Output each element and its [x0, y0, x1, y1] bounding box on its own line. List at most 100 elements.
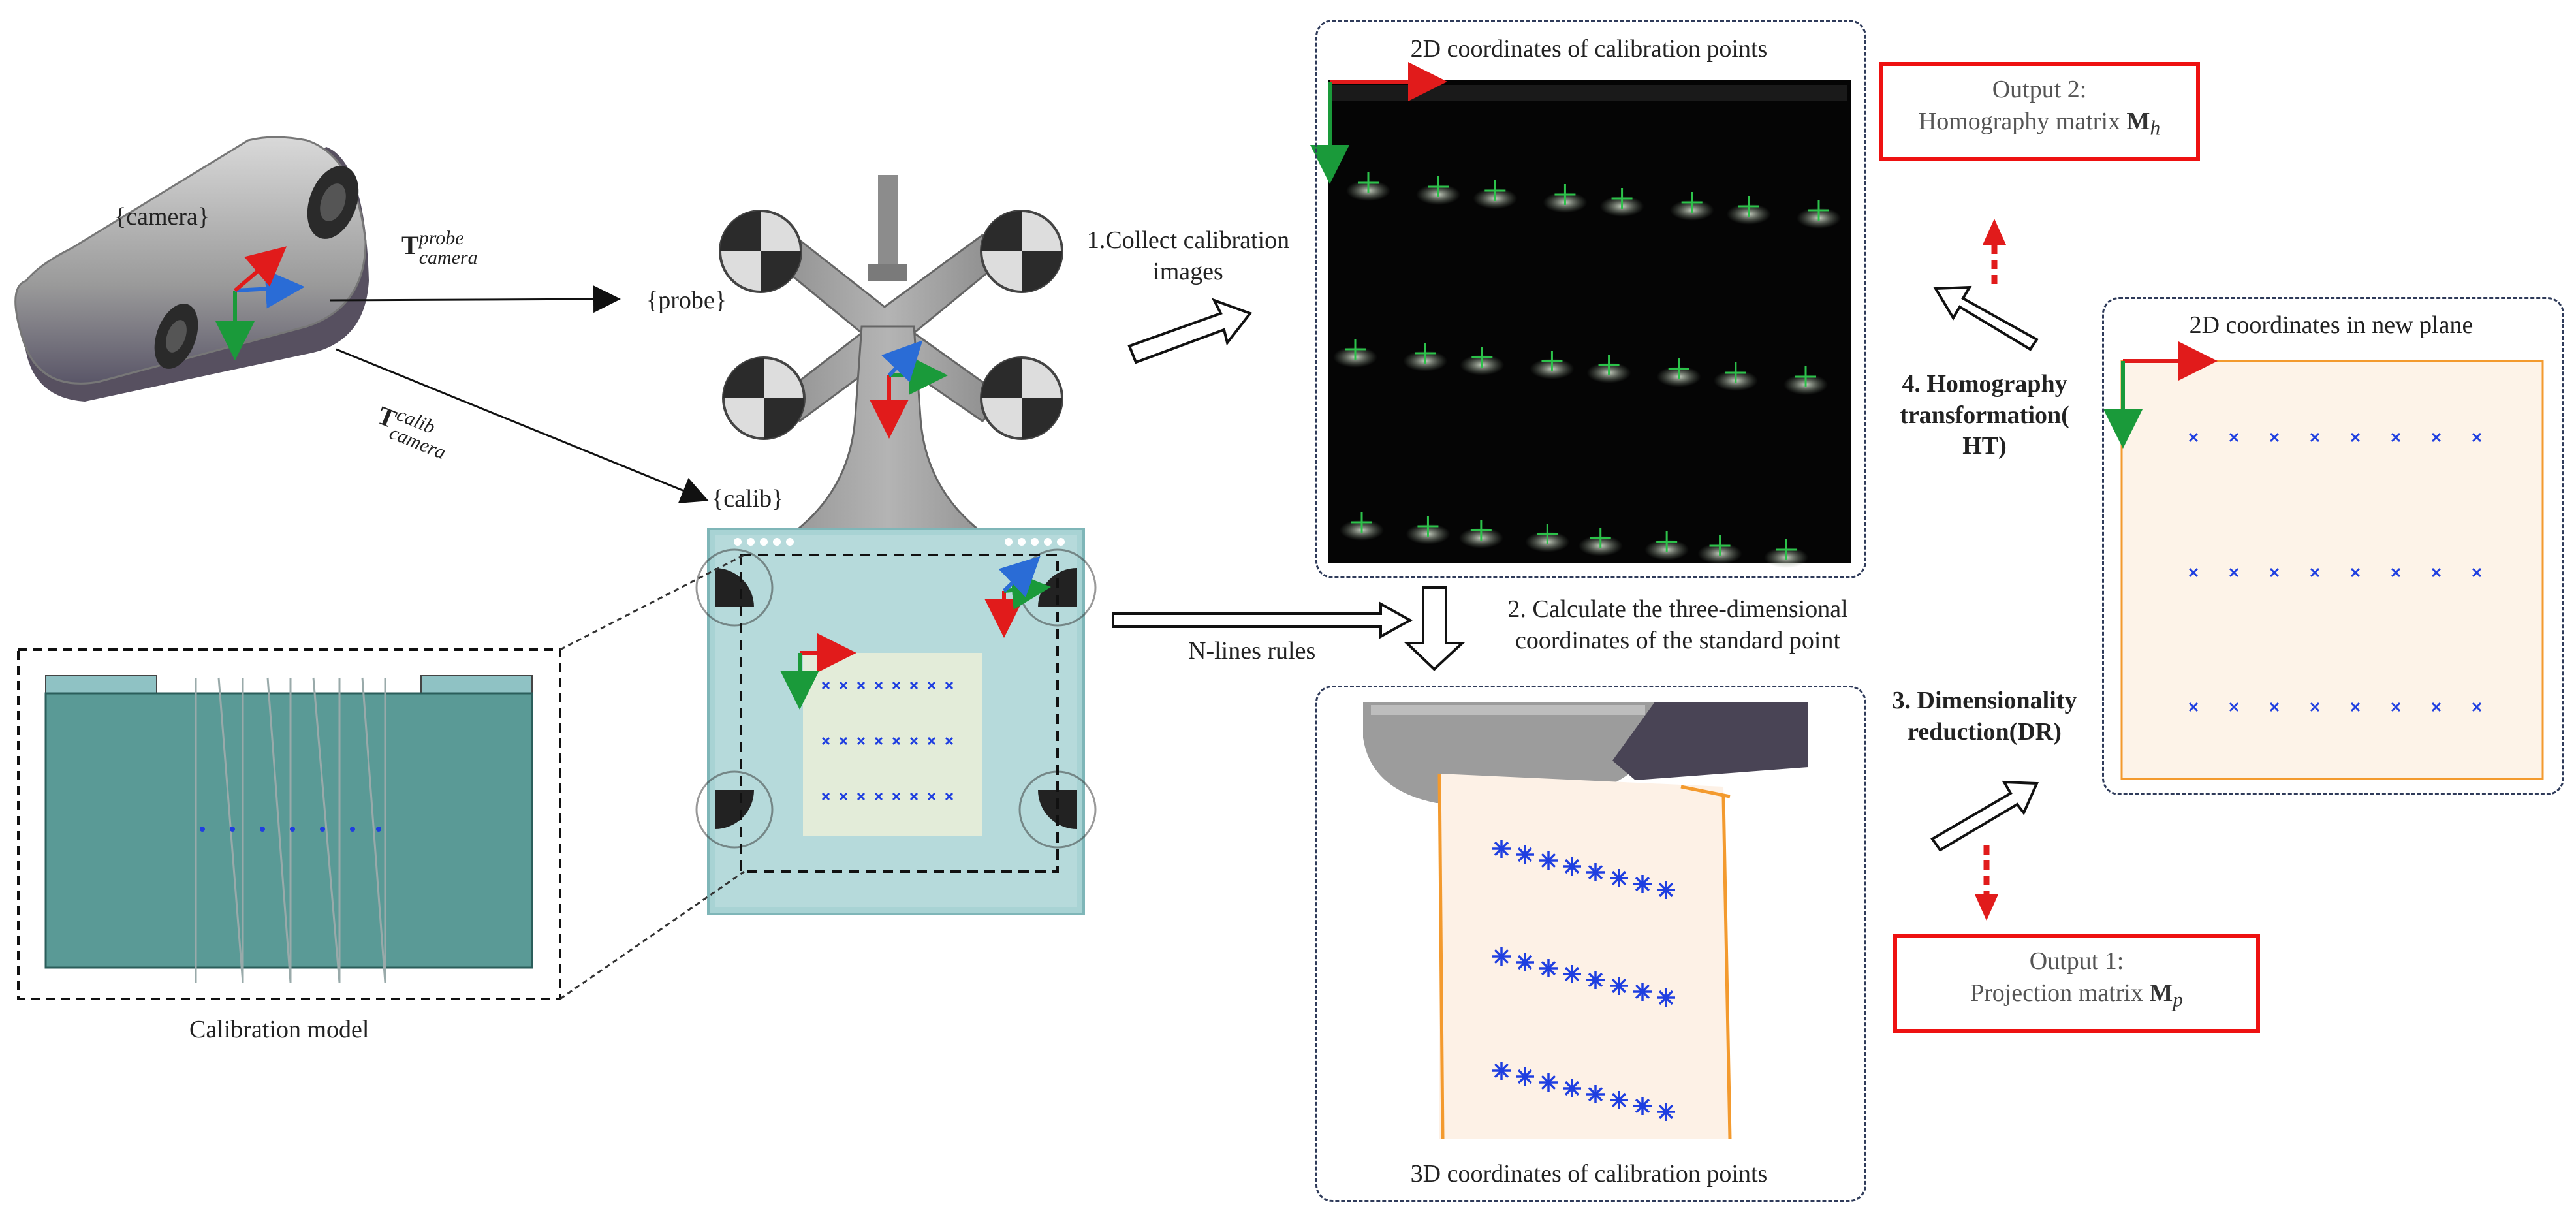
phantom-point-stroke — [892, 681, 901, 690]
ultrasound-image — [1328, 80, 1851, 563]
output1-symbol: M — [2149, 979, 2173, 1007]
phantom-point-stroke — [927, 792, 936, 801]
flow-arrows — [1112, 285, 2039, 852]
output1-subscript: p — [2173, 988, 2184, 1011]
plane-point-stroke — [2188, 432, 2199, 443]
phantom-point-stroke — [927, 736, 936, 746]
phantom-point-stroke — [909, 736, 919, 746]
plane-point-stroke — [2269, 432, 2280, 443]
step4-label: 4. Homography transformation( HT) — [1877, 369, 2092, 462]
step2-line2: coordinates of the standard point — [1515, 626, 1841, 654]
calibration-model-caption: Calibration model — [189, 1016, 369, 1043]
point-star-stroke — [1494, 1063, 1509, 1079]
step1-line2: images — [1153, 257, 1223, 285]
output2-desc: Homography matrix Mh — [1883, 106, 2196, 142]
point-star-stroke — [1588, 864, 1603, 880]
arrow-camera-to-probe — [329, 285, 621, 313]
point-star-stroke — [1517, 847, 1533, 862]
output2-subscript: h — [2150, 116, 2161, 140]
camera-device — [14, 136, 369, 402]
calibration-phantom — [695, 528, 1097, 915]
phantom-point-stroke — [839, 792, 848, 801]
transform-probe-camera-base: T — [401, 230, 419, 260]
point-star-stroke — [1635, 984, 1650, 1000]
output1-desc: Projection matrix Mp — [1897, 977, 2256, 1013]
plane-point-stroke — [2310, 432, 2320, 443]
phantom-point-stroke — [945, 736, 954, 746]
point-star-stroke — [1635, 876, 1650, 892]
point-star-stroke — [1658, 1104, 1674, 1120]
point-star-stroke — [1588, 972, 1603, 988]
point-star-stroke — [1494, 949, 1509, 964]
plane-point-stroke — [2229, 432, 2239, 443]
output1-box: Output 1: Projection matrix Mp — [1893, 934, 2260, 1033]
arrow-nlines — [1112, 601, 1413, 639]
phantom-point-stroke — [874, 681, 883, 690]
panel-3d-calibration-points — [1315, 686, 1866, 1202]
plane-point-stroke — [2269, 702, 2280, 712]
phantom-point-stroke — [821, 681, 830, 690]
phantom-point-stroke — [839, 736, 848, 746]
nlines-label: N-lines rules — [1188, 637, 1316, 665]
plane-point-stroke — [2431, 432, 2442, 443]
step4-line1: 4. Homography — [1902, 370, 2067, 398]
phantom-point-stroke — [839, 681, 848, 690]
plane-point-stroke — [2229, 567, 2239, 578]
step3-line2: reduction(DR) — [1908, 718, 2062, 746]
plane-point-stroke — [2431, 567, 2442, 578]
point-star-stroke — [1658, 882, 1674, 898]
output1-title: Output 1: — [2029, 947, 2124, 975]
phantom-point-stroke — [856, 681, 866, 690]
point-star-stroke — [1517, 1069, 1533, 1084]
phantom-point-stroke — [821, 736, 830, 746]
panel-2d-calibration-points — [1315, 20, 1866, 578]
plane-point-stroke — [2472, 567, 2482, 578]
plane-point-stroke — [2350, 567, 2361, 578]
phantom-point-stroke — [927, 681, 936, 690]
step4-line2: transformation( — [1900, 401, 2069, 429]
point-star-stroke — [1541, 853, 1556, 868]
plane-point-stroke — [2310, 567, 2320, 578]
step4-line3: HT) — [1962, 432, 2007, 460]
point-star-stroke — [1658, 990, 1674, 1005]
arrow-step3 — [1930, 780, 2039, 852]
plane-point-stroke — [2188, 702, 2199, 712]
plane-point-stroke — [2350, 432, 2361, 443]
point-star-stroke — [1564, 966, 1580, 982]
point-star-stroke — [1541, 960, 1556, 976]
plane-point-stroke — [2350, 702, 2361, 712]
plane-point-stroke — [2472, 702, 2482, 712]
probe-3d-view — [1363, 702, 1808, 1140]
plane-point-stroke — [2188, 567, 2199, 578]
point-star-stroke — [1541, 1075, 1556, 1090]
calibration-points-3d — [1492, 840, 1675, 1121]
plane-point-stroke — [2391, 567, 2401, 578]
output-dotted-arrows — [1975, 219, 2006, 921]
phantom-point-stroke — [874, 792, 883, 801]
output2-box: Output 2: Homography matrix Mh — [1879, 62, 2200, 161]
phantom-point-stroke — [856, 736, 866, 746]
frame-camera-label: {camera} — [114, 203, 210, 230]
plane-point-stroke — [2391, 702, 2401, 712]
frame-calib-label: {calib} — [712, 485, 784, 513]
phantom-point-stroke — [856, 792, 866, 801]
point-star-stroke — [1611, 870, 1627, 886]
step3-line1: 3. Dimensionality — [1892, 687, 2077, 714]
phantom-point-stroke — [909, 681, 919, 690]
plane-point-stroke — [2391, 432, 2401, 443]
calibration-model-drawing — [17, 554, 745, 1000]
panel-new-plane-title: 2D coordinates in new plane — [2189, 311, 2474, 339]
transform-probe-camera-sup: probe — [418, 227, 464, 249]
output2-symbol: M — [2126, 108, 2150, 136]
panel-2d-title: 2D coordinates of calibration points — [1410, 35, 1768, 63]
point-star-stroke — [1564, 859, 1580, 874]
point-star-stroke — [1635, 1098, 1650, 1114]
point-star-stroke — [1611, 978, 1627, 994]
point-star-stroke — [1494, 841, 1509, 857]
frame-probe-label: {probe} — [646, 287, 727, 314]
arrow-step2 — [1404, 586, 1466, 671]
phantom-point-stroke — [945, 792, 954, 801]
plane-point-stroke — [2431, 702, 2442, 712]
point-star-stroke — [1588, 1086, 1603, 1102]
